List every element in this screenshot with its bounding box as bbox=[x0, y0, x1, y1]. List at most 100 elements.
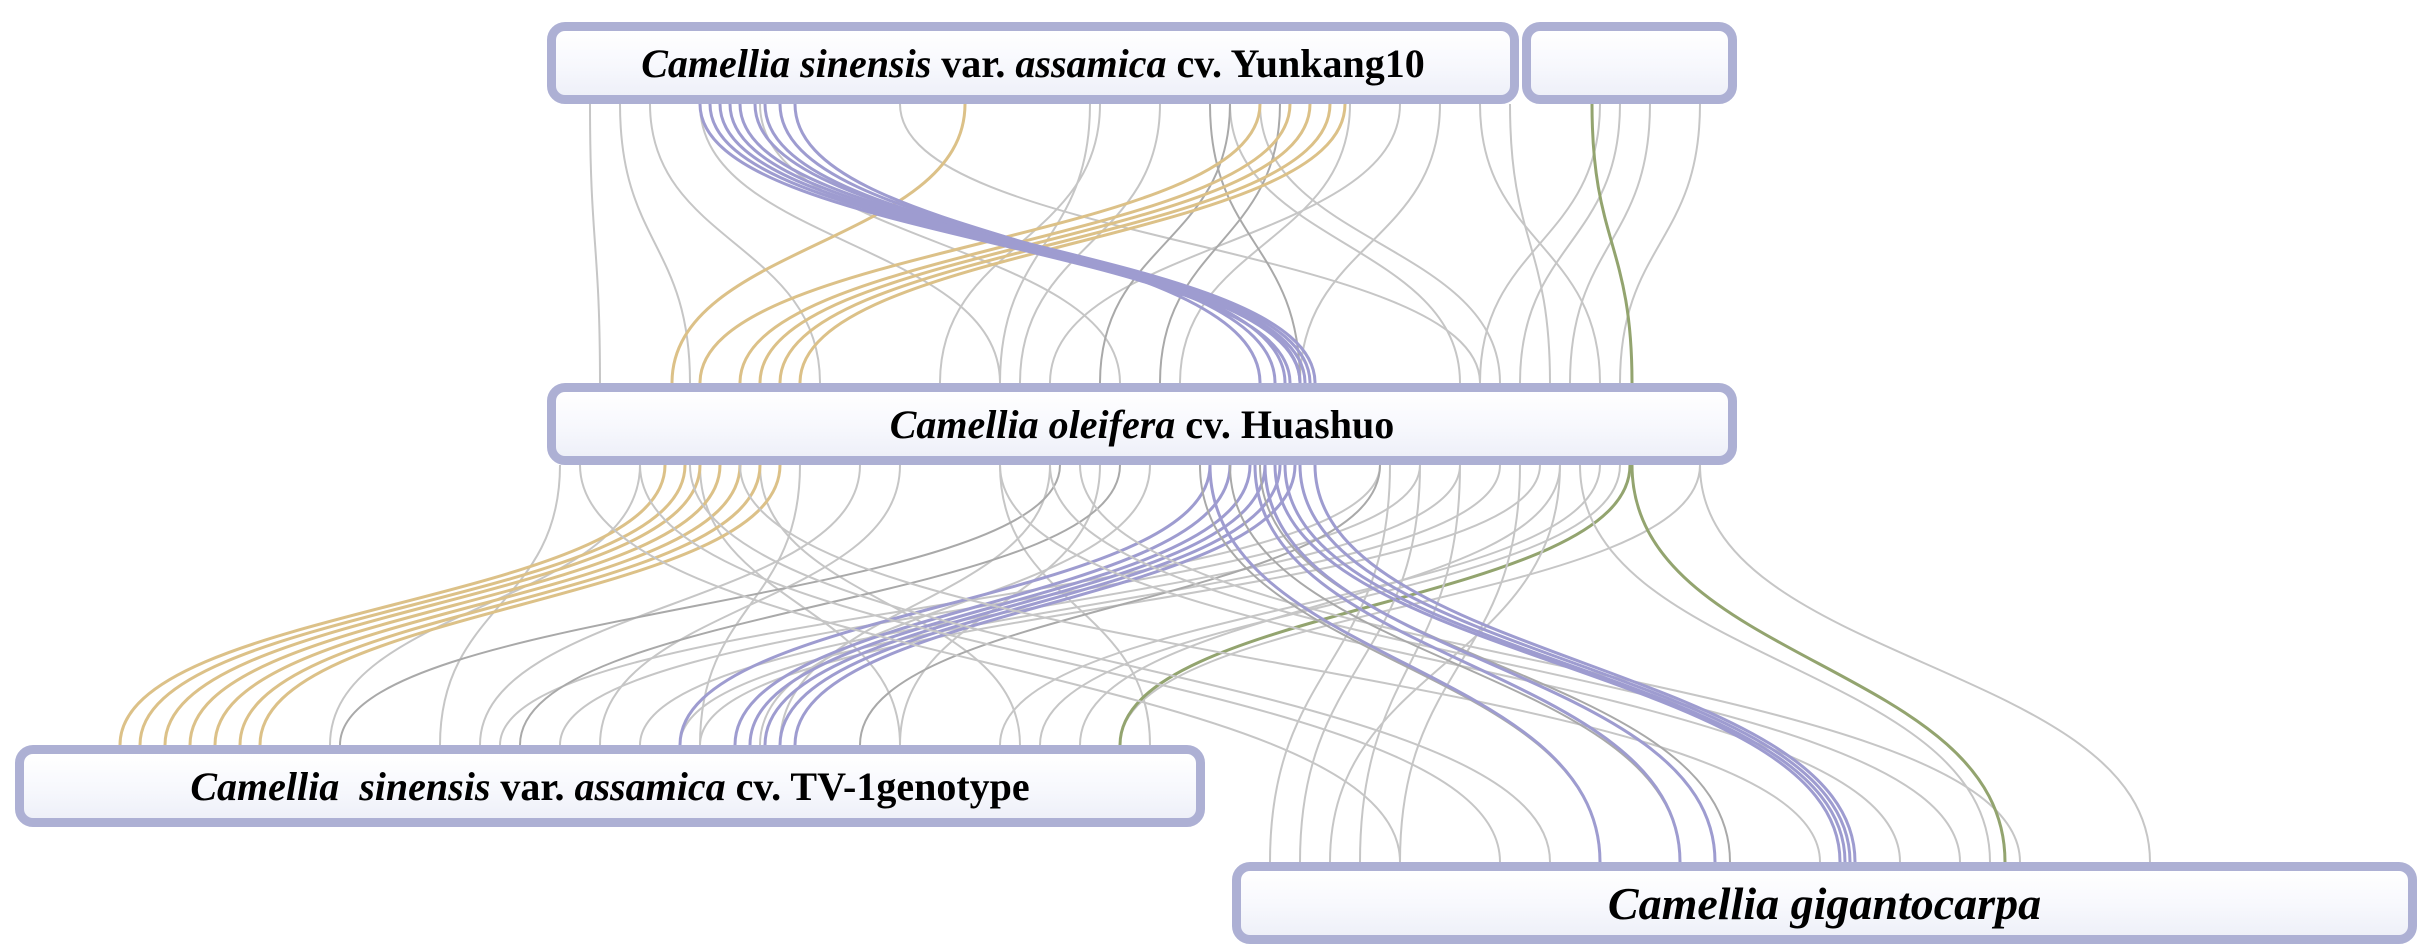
synteny-link-green bbox=[1630, 464, 2007, 863]
synteny-link-gold bbox=[258, 464, 782, 746]
synteny-link-gold bbox=[138, 464, 687, 746]
synteny-link-purple bbox=[793, 103, 1262, 384]
synteny-link-grey bbox=[859, 464, 1381, 746]
synteny-link-grey bbox=[1209, 103, 1301, 384]
synteny-link-gold bbox=[670, 103, 967, 384]
synteny-link-grey bbox=[999, 464, 1151, 746]
synteny-link-grey bbox=[1259, 464, 1731, 863]
synteny-link-gold bbox=[163, 464, 702, 746]
synteny-link-grey bbox=[1569, 103, 1651, 384]
synteny-link-grey bbox=[519, 464, 1121, 746]
synteny-link-purple bbox=[1283, 464, 1847, 863]
genome-label-gigantocarpa: Camellia gigantocarpa bbox=[1608, 877, 2041, 930]
synteny-link-grey bbox=[1299, 464, 1421, 863]
synteny-link-gold bbox=[188, 464, 722, 746]
synteny-link-grey bbox=[1119, 464, 1701, 746]
genome-bar-yunkang10: Camellia sinensis var. assamica cv. Yunk… bbox=[547, 22, 1519, 104]
genome-label-part: cv. TV-1genotype bbox=[725, 763, 1030, 809]
synteny-link-grey bbox=[999, 103, 1091, 384]
synteny-link-grey bbox=[1229, 464, 1681, 863]
synteny-link-grey bbox=[899, 103, 1481, 384]
synteny-link-grey bbox=[759, 464, 1151, 746]
synteny-link-grey bbox=[1229, 103, 1461, 384]
synteny-link-grey bbox=[1049, 103, 1401, 384]
synteny-link-purple bbox=[1298, 464, 1852, 863]
synteny-link-purple bbox=[698, 103, 1292, 384]
synteny-link-green bbox=[1590, 103, 1634, 384]
synteny-link-grey bbox=[1019, 103, 1161, 384]
synteny-link-purple bbox=[678, 464, 1212, 746]
genome-label-part: Camellia sinensis bbox=[641, 40, 932, 86]
synteny-link-purple bbox=[778, 464, 1282, 746]
synteny-link-grey bbox=[1039, 464, 1621, 746]
synteny-link-gold bbox=[778, 103, 1332, 384]
genome-label-part: Camellia oleifera bbox=[889, 401, 1176, 447]
synteny-link-grey bbox=[589, 103, 601, 384]
synteny-link-purple bbox=[1208, 464, 1602, 863]
synteny-link-grey bbox=[639, 464, 1501, 863]
synteny-link-grey bbox=[1359, 464, 1461, 863]
genome-bar-huashuo: Camellia oleifera cv. Huashuo bbox=[547, 383, 1737, 465]
genome-bar-tv1genotype: Camellia sinensis var. assamica cv. TV-1… bbox=[15, 745, 1205, 827]
synteny-link-grey bbox=[759, 103, 1121, 384]
genome-label-yunkang10: Camellia sinensis var. assamica cv. Yunk… bbox=[641, 40, 1425, 87]
genome-label-part: Camellia sinensis bbox=[190, 763, 491, 809]
synteny-link-gold bbox=[698, 103, 1262, 384]
synteny-link-grey bbox=[1619, 103, 1701, 384]
synteny-link-grey bbox=[1699, 464, 2151, 863]
synteny-link-purple bbox=[763, 464, 1267, 746]
synteny-link-grey bbox=[1079, 464, 2021, 863]
synteny-link-purple bbox=[733, 464, 1232, 746]
synteny-link-grey bbox=[999, 464, 1901, 863]
genome-label-part: cv. Huashuo bbox=[1175, 401, 1395, 447]
synteny-link-grey bbox=[739, 464, 1821, 863]
genome-label-part: assamica bbox=[1015, 40, 1167, 86]
genome-label-part: Camellia gigantocarpa bbox=[1607, 877, 2042, 929]
genome-label-part: cv. Yunkang10 bbox=[1166, 40, 1425, 86]
synteny-link-grey bbox=[599, 464, 901, 746]
synteny-link-grey bbox=[699, 103, 1001, 384]
synteny-link-grey bbox=[1299, 103, 1441, 384]
synteny-link-grey bbox=[679, 464, 1501, 746]
synteny-link-gold bbox=[758, 103, 1312, 384]
synteny-link-grey bbox=[1519, 103, 1621, 384]
synteny-link-grey bbox=[1159, 103, 1281, 384]
genome-label-huashuo: Camellia oleifera cv. Huashuo bbox=[890, 401, 1394, 448]
genome-label-part: var. bbox=[931, 40, 1016, 86]
synteny-link-grey bbox=[1179, 103, 1351, 384]
synteny-link-purple bbox=[1253, 464, 1682, 863]
synteny-link-grey bbox=[1049, 464, 1961, 863]
synteny-link-grey bbox=[1329, 464, 1561, 863]
synteny-link-purple bbox=[718, 103, 1307, 384]
synteny-link-grey bbox=[579, 464, 1401, 863]
synteny-link-grey bbox=[479, 464, 861, 746]
synteny-link-gold bbox=[213, 464, 742, 746]
synteny-link-grey bbox=[1259, 103, 1501, 384]
synteny-link-gold bbox=[798, 103, 1347, 384]
synteny-link-purple bbox=[1313, 464, 1857, 863]
synteny-link-purple bbox=[708, 103, 1302, 384]
genome-bar-gigantocarpa: Camellia gigantocarpa bbox=[1232, 862, 2417, 944]
synteny-link-grey bbox=[1269, 464, 1391, 863]
synteny-link-grey bbox=[1479, 103, 1601, 384]
synteny-link-grey bbox=[649, 103, 821, 384]
genome-label-part: assamica bbox=[574, 763, 726, 809]
synteny-link-green bbox=[1118, 464, 1632, 746]
synteny-link-grey bbox=[689, 464, 1551, 863]
synteny-link-gold bbox=[118, 464, 667, 746]
synteny-link-grey bbox=[1579, 464, 1991, 863]
synteny-link-purple bbox=[1263, 464, 1717, 863]
synteny-link-purple bbox=[793, 464, 1297, 746]
synteny-link-gold bbox=[238, 464, 762, 746]
synteny-link-grey bbox=[1509, 103, 1551, 384]
synteny-link-grey bbox=[329, 464, 641, 746]
synteny-link-grey bbox=[1099, 103, 1231, 384]
synteny-link-grey bbox=[1399, 464, 1521, 863]
synteny-link-purple bbox=[1273, 464, 1842, 863]
synteny-link-purple bbox=[748, 464, 1252, 746]
genome-bar-yunkang10-extra-segment bbox=[1522, 22, 1737, 104]
genome-label-part: var. bbox=[490, 763, 575, 809]
synteny-link-grey bbox=[779, 464, 1051, 746]
synteny-link-grey bbox=[339, 464, 1061, 746]
